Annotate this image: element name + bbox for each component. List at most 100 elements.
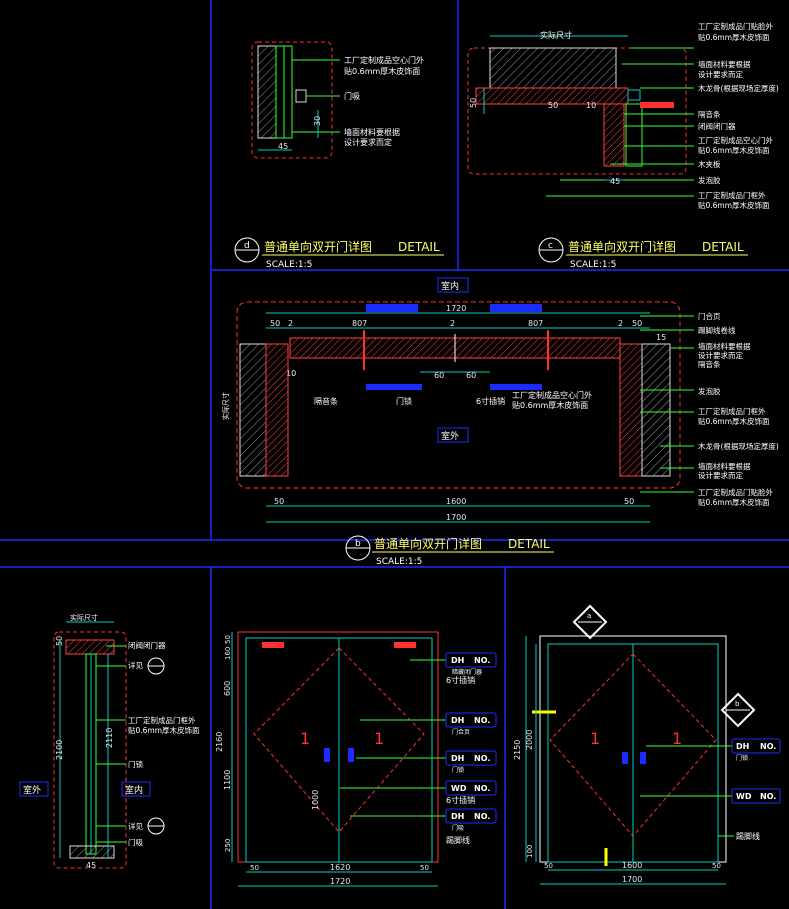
- detail-d-note-5: 设计要求而定: [344, 137, 392, 147]
- plan-b-dim-1720: 1720: [446, 304, 466, 313]
- elev-front-tag-1-sub: 门锁: [736, 754, 748, 762]
- section-a-note-6: 详见: [128, 821, 143, 831]
- detail-c-top-label: 实际尺寸: [540, 30, 572, 40]
- title-block-b: b 普通单向双开门详图 DETAIL SCALE:1:5: [345, 535, 554, 567]
- detail-c-note-5: 木龙骨(根据现场定厚度): [698, 83, 779, 93]
- detail-c-note-8: 工厂定制成品空心门外: [698, 135, 773, 145]
- elev-front-leaf-mark-1: 1: [590, 729, 600, 748]
- title-b-name: 普通单向双开门详图: [374, 536, 482, 551]
- elev-front-tag-1-code: DH: [736, 742, 749, 751]
- plan-b-dim-60b: 60: [466, 371, 476, 380]
- plan-b-dim-60a: 60: [434, 371, 444, 380]
- title-block-c: c 普通单向双开门详图 DETAIL SCALE:1:5: [538, 237, 748, 270]
- elev-front-label-1: 踢脚线: [736, 831, 760, 841]
- plan-b-dim-b50a: 50: [274, 497, 284, 506]
- detail-c-note-1: 工厂定制成品门贴脸外: [698, 21, 773, 31]
- detail-c-note-6: 隔音条: [698, 109, 721, 119]
- plan-b-note-7: 工厂定制成品门框外: [698, 406, 766, 416]
- elev-back-ldim-250: 250: [224, 839, 232, 852]
- elev-back-tag-3-code: DH: [451, 754, 464, 763]
- elev-back-tag-2-code: DH: [451, 716, 464, 725]
- elev-front-tag-2-code: WD: [736, 792, 752, 801]
- plan-b-dim-1700: 1700: [446, 513, 466, 522]
- detail-d-note-2: 贴0.6mm厚木皮饰面: [344, 66, 420, 76]
- plan-b-inner-3: 6寸插销: [476, 396, 505, 406]
- plan-b-note-6: 发泡胶: [698, 386, 721, 396]
- elev-front-tag-1-no: NO.: [760, 742, 776, 751]
- title-c-name: 普通单向双开门详图: [568, 239, 676, 254]
- elev-front-ldim-2150: 2150: [513, 740, 522, 760]
- detail-c: 实际尺寸 50 50 10 45 工厂定制成品门贴脸外 贴0.6mm厚木皮饰面 …: [467, 21, 779, 210]
- elev-front-callout-a: a: [587, 612, 591, 620]
- plan-b-outdoor: 室外: [441, 430, 459, 442]
- elev-back-bdim-50b: 50: [420, 864, 429, 872]
- plan-b-note-2: 踢脚线卷线: [698, 325, 736, 335]
- elev-back-tag-3-no: NO.: [474, 754, 490, 763]
- detail-d-note-3: 门吸: [344, 91, 360, 101]
- detail-d-note-1: 工厂定制成品空心门外: [344, 55, 424, 65]
- plan-b-dim-807b: 807: [528, 319, 543, 328]
- elev-back-ldim-1100: 1100: [223, 770, 232, 790]
- title-d-letter: d: [244, 241, 250, 251]
- elev-back-tag-3-sub: 门锁: [452, 766, 464, 774]
- section-a-outdoor: 室外: [23, 784, 41, 796]
- elev-back-ldim-160: 160: [224, 647, 232, 660]
- elev-back-tag-4-code: WD: [451, 784, 467, 793]
- elev-back-label-1: 6寸插销: [446, 675, 475, 685]
- plan-b-dim-50a: 50: [270, 319, 280, 328]
- title-c-scale: SCALE:1:5: [570, 260, 616, 270]
- title-d-scale: SCALE:1:5: [266, 260, 312, 270]
- title-b-letter: b: [355, 539, 361, 549]
- elev-back-label-2: 6寸插销: [446, 795, 475, 805]
- elev-back-bdim-1620: 1620: [330, 863, 350, 872]
- elevation-front: 1 1 a b 2150 2000 100 50 1600 50 1700 DH…: [513, 604, 781, 885]
- detail-d-note-4: 墙面材料要根据: [344, 127, 400, 137]
- elev-front-bdim-1600: 1600: [622, 861, 642, 870]
- plan-b-note-5: 隔音条: [698, 359, 721, 369]
- section-a: 实际尺寸 50 2100 2110 45 室外 室内 闭阀闭门器 详见 工厂定制…: [19, 613, 200, 870]
- elev-back-tag-1-no: NO.: [474, 656, 490, 665]
- title-b-detail: DETAIL: [508, 537, 550, 551]
- elev-back-tag-5-code: DH: [451, 812, 464, 821]
- elev-back-tag-4-no: NO.: [474, 784, 490, 793]
- plan-b-note-3: 墙面材料要根据: [698, 341, 751, 351]
- detail-c-note-2: 贴0.6mm厚木皮饰面: [698, 32, 770, 42]
- title-d-name: 普通单向双开门详图: [264, 239, 372, 254]
- section-a-dim-2100: 2100: [55, 740, 64, 760]
- plan-b-dim-10: 10: [286, 369, 296, 378]
- plan-b-dim-807a: 807: [352, 319, 367, 328]
- elev-back-leaf-mark-1: 1: [300, 729, 310, 748]
- plan-b-indoor: 室内: [441, 280, 459, 292]
- detail-c-note-7: 闭阀闭门器: [698, 122, 736, 131]
- plan-b-inner-1: 隔音条: [314, 396, 338, 406]
- plan-b-dim-15: 15: [656, 333, 666, 342]
- plan-b-dim-2b: 2: [450, 319, 455, 328]
- plan-b-dim-2a: 2: [288, 319, 293, 328]
- detail-c-note-10: 木夹板: [698, 159, 721, 169]
- elev-back-tag-5-sub: 门吸: [452, 824, 464, 832]
- plan-b-note-12: 工厂定制成品门贴脸外: [698, 487, 773, 497]
- elev-front-tag-2-no: NO.: [760, 792, 776, 801]
- elev-back-bdim-1720: 1720: [330, 877, 350, 886]
- elev-front-leaf-mark-2: 1: [672, 729, 682, 748]
- section-a-note-1: 闭阀闭门器: [128, 641, 166, 650]
- detail-d-dim-30: 30: [313, 116, 322, 126]
- detail-d-dim-45: 45: [278, 142, 288, 151]
- section-a-note-2: 详见: [128, 660, 143, 670]
- plan-b-dim-50b: 50: [632, 319, 642, 328]
- section-a-indoor: 室内: [125, 784, 143, 796]
- elev-front-bdim-50a: 50: [544, 862, 553, 870]
- detail-c-note-9: 贴0.6mm厚木皮饰面: [698, 145, 770, 155]
- section-a-note-7: 门吸: [128, 838, 143, 847]
- plan-b-note-9: 木龙骨(根据现场定厚度): [698, 441, 779, 451]
- detail-c-note-4: 设计要求而定: [698, 69, 743, 79]
- plan-b-inner-5: 贴0.6mm厚木皮饰面: [512, 400, 588, 410]
- elev-back-tag-2-sub: 门合页: [452, 728, 470, 736]
- elev-back-ldim-2160: 2160: [215, 732, 224, 752]
- plan-b-note-11: 设计要求而定: [698, 470, 743, 480]
- detail-c-note-13: 贴0.6mm厚木皮饰面: [698, 200, 770, 210]
- plan-b-inner-4: 工厂定制成品空心门外: [512, 390, 592, 400]
- elev-front-ldim-100: 100: [526, 845, 534, 858]
- elev-back-ldim-50: 50: [224, 635, 232, 644]
